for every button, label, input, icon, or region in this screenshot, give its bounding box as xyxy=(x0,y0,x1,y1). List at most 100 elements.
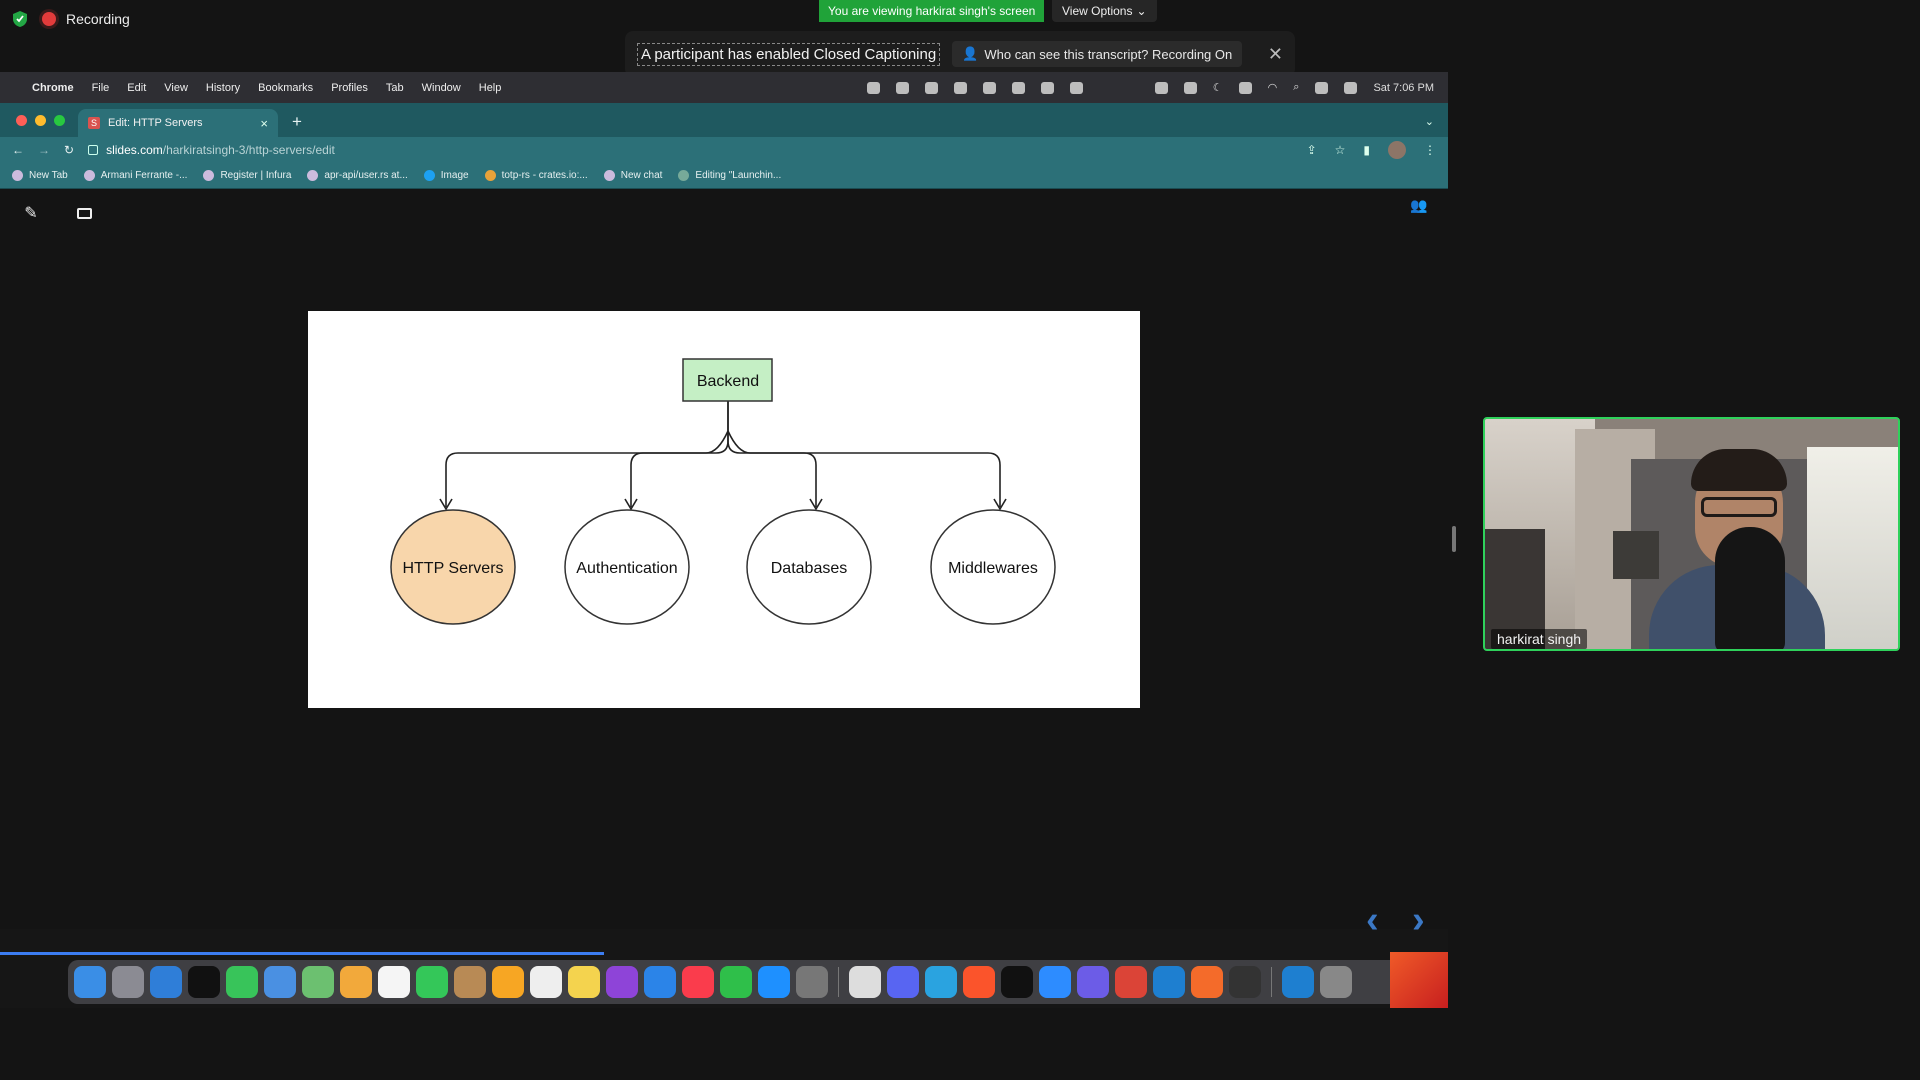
bookmark-item[interactable]: totp-rs - crates.io:... xyxy=(484,170,588,181)
menu-bookmarks[interactable]: Bookmarks xyxy=(258,81,314,94)
tray-app-icon[interactable] xyxy=(924,81,938,94)
tray-app-icon[interactable] xyxy=(982,81,996,94)
activity-monitor-icon[interactable] xyxy=(1229,966,1261,998)
maximize-window-button[interactable] xyxy=(54,115,65,126)
close-window-button[interactable] xyxy=(16,115,27,126)
moon-icon[interactable]: ☾ xyxy=(1212,82,1223,94)
keynote-icon[interactable] xyxy=(644,966,676,998)
lock-icon[interactable] xyxy=(88,145,99,155)
bookmark-item[interactable]: Armani Ferrante -... xyxy=(83,170,187,181)
maps-icon[interactable] xyxy=(302,966,334,998)
people-icon[interactable]: 👥 xyxy=(1410,197,1428,213)
tray-app-icon[interactable] xyxy=(1183,81,1197,94)
menu-history[interactable]: History xyxy=(205,81,241,94)
menu-help[interactable]: Help xyxy=(478,81,502,94)
tray-app-icon[interactable] xyxy=(1069,81,1083,94)
bookmark-item[interactable]: New Tab xyxy=(12,170,68,181)
view-options-button[interactable]: View Options ⌄ xyxy=(1052,0,1157,22)
tray-app-icon[interactable] xyxy=(1154,81,1168,94)
vscode-insiders-icon[interactable] xyxy=(1282,966,1314,998)
drive-icon[interactable] xyxy=(849,966,881,998)
tray-app-icon[interactable] xyxy=(866,81,880,94)
reminders-icon[interactable] xyxy=(530,966,562,998)
tab-search-icon[interactable]: ⌄ xyxy=(1424,116,1434,128)
tray-app-icon[interactable] xyxy=(953,81,967,94)
previous-slide-icon[interactable]: ‹ xyxy=(1366,899,1379,941)
system-settings-icon[interactable] xyxy=(796,966,828,998)
share-icon[interactable]: ⇪ xyxy=(1306,143,1317,157)
forward-icon[interactable]: → xyxy=(38,143,50,157)
security-shield-icon[interactable] xyxy=(12,10,28,28)
finder-icon[interactable] xyxy=(74,966,106,998)
menu-view[interactable]: View xyxy=(164,81,188,94)
battery-icon[interactable] xyxy=(1238,81,1252,94)
participant-video[interactable]: harkirat singh xyxy=(1483,417,1900,651)
browser-tab[interactable]: S Edit: HTTP Servers × xyxy=(78,109,278,137)
pages-icon[interactable] xyxy=(492,966,524,998)
panel-resize-handle[interactable] xyxy=(1452,526,1456,552)
facetime-icon[interactable] xyxy=(416,966,448,998)
contacts-icon[interactable] xyxy=(454,966,486,998)
control-center-icon[interactable] xyxy=(1315,81,1329,94)
present-mode-icon[interactable] xyxy=(70,199,100,229)
menu-profiles[interactable]: Profiles xyxy=(331,81,368,94)
bookmark-item[interactable]: New chat xyxy=(603,170,662,181)
recording-indicator[interactable]: Recording xyxy=(42,11,130,27)
chrome-icon[interactable] xyxy=(1115,966,1147,998)
search-icon[interactable]: ⌕ xyxy=(1293,81,1300,93)
wifi-icon[interactable]: ◠ xyxy=(1267,82,1278,94)
address-bar[interactable]: slides.com/harkiratsingh-3/http-servers/… xyxy=(88,143,1293,157)
side-panel-icon[interactable]: ▮ xyxy=(1363,143,1370,157)
star-icon[interactable]: ☆ xyxy=(1334,143,1346,157)
apple-tv-icon[interactable] xyxy=(188,966,220,998)
close-icon[interactable]: ✕ xyxy=(1267,43,1283,64)
calendar-icon[interactable] xyxy=(378,966,410,998)
participant-name: harkirat singh xyxy=(1491,629,1588,649)
zoom-icon[interactable] xyxy=(1039,966,1071,998)
podcasts-icon[interactable] xyxy=(606,966,638,998)
brave-icon[interactable] xyxy=(963,966,995,998)
minimize-window-button[interactable] xyxy=(35,115,46,126)
trash-icon[interactable] xyxy=(1320,966,1352,998)
close-icon[interactable]: × xyxy=(260,115,268,131)
safari-icon[interactable] xyxy=(150,966,182,998)
profile-avatar[interactable] xyxy=(1388,141,1406,159)
photos-icon[interactable] xyxy=(340,966,372,998)
discord-icon[interactable] xyxy=(887,966,919,998)
numbers-icon[interactable] xyxy=(720,966,752,998)
mail-icon[interactable] xyxy=(264,966,296,998)
browser-chrome: S Edit: HTTP Servers × + ⌄ ← → ↻ slides.… xyxy=(0,103,1448,189)
menubar-app-name[interactable]: Chrome xyxy=(32,81,74,94)
next-slide-icon[interactable]: › xyxy=(1412,899,1425,941)
menu-file[interactable]: File xyxy=(91,81,110,94)
sublime-icon[interactable] xyxy=(1191,966,1223,998)
app-store-icon[interactable] xyxy=(758,966,790,998)
terminal-icon[interactable] xyxy=(1001,966,1033,998)
messages-icon[interactable] xyxy=(226,966,258,998)
pen-icon[interactable]: ✎ xyxy=(24,205,38,222)
slide-canvas[interactable]: Backend HTTP Servers Authentication Data… xyxy=(308,311,1140,708)
menu-window[interactable]: Window xyxy=(421,81,461,94)
bookmark-item[interactable]: Register | Infura xyxy=(203,170,291,181)
reload-icon[interactable]: ↻ xyxy=(64,143,75,157)
siri-icon[interactable] xyxy=(1344,81,1358,94)
menu-tab[interactable]: Tab xyxy=(385,81,404,94)
launchpad-icon[interactable] xyxy=(112,966,144,998)
bookmark-item[interactable]: Image xyxy=(423,170,469,181)
vscode-icon[interactable] xyxy=(1153,966,1185,998)
menubar-clock[interactable]: Sat 7:06 PM xyxy=(1373,81,1434,94)
bookmark-item[interactable]: Editing "Launchin... xyxy=(678,170,781,181)
tray-app-icon[interactable] xyxy=(895,81,909,94)
music-icon[interactable] xyxy=(682,966,714,998)
telegram-icon[interactable] xyxy=(925,966,957,998)
notes-icon[interactable] xyxy=(568,966,600,998)
tray-app-icon[interactable] xyxy=(1040,81,1054,94)
menu-edit[interactable]: Edit xyxy=(127,81,147,94)
tray-app-icon[interactable] xyxy=(1011,81,1025,94)
new-tab-button[interactable]: + xyxy=(292,112,302,131)
back-icon[interactable]: ← xyxy=(12,143,24,157)
kebab-menu-icon[interactable]: ⋮ xyxy=(1424,143,1436,157)
arc-icon[interactable] xyxy=(1077,966,1109,998)
transcript-info-button[interactable]: 👤 Who can see this transcript? Recording… xyxy=(952,41,1243,67)
bookmark-item[interactable]: apr-api/user.rs at... xyxy=(307,170,408,181)
